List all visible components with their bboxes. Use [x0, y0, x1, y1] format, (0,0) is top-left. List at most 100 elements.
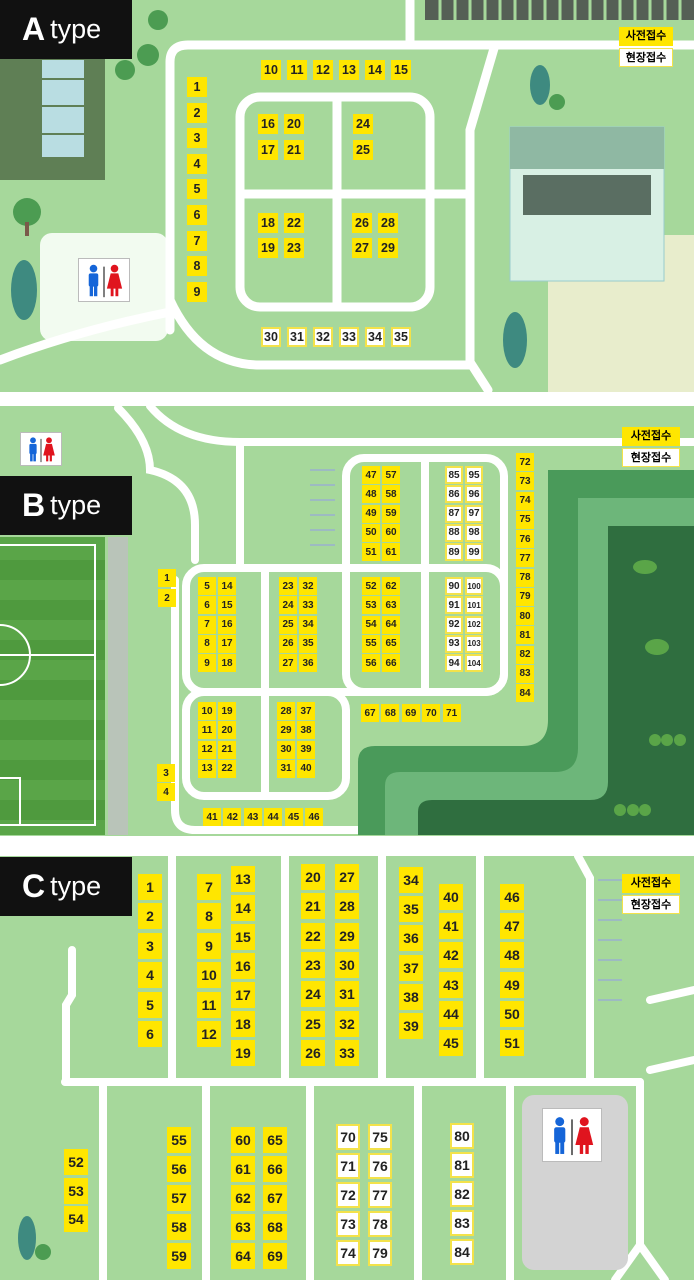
- campsite-a-19[interactable]: 19: [258, 238, 278, 258]
- campsite-b-43[interactable]: 43: [243, 808, 262, 826]
- campsite-a-22[interactable]: 22: [284, 213, 304, 233]
- campsite-a-7[interactable]: 7: [187, 230, 207, 251]
- campsite-b-45[interactable]: 45: [284, 808, 303, 826]
- campsite-c-23[interactable]: 23: [301, 951, 325, 978]
- campsite-c-4[interactable]: 4: [138, 962, 162, 989]
- campsite-b-98[interactable]: 98: [465, 523, 483, 542]
- campsite-b-102[interactable]: 102: [465, 615, 483, 634]
- campsite-b-81[interactable]: 81: [516, 626, 534, 645]
- campsite-b-8[interactable]: 8: [198, 634, 216, 653]
- campsite-c-15[interactable]: 15: [231, 924, 255, 950]
- campsite-c-74[interactable]: 74: [336, 1240, 360, 1266]
- campsite-b-20[interactable]: 20: [218, 721, 236, 740]
- campsite-b-94[interactable]: 94: [445, 654, 463, 673]
- campsite-b-88[interactable]: 88: [445, 523, 463, 542]
- campsite-c-30[interactable]: 30: [335, 951, 359, 978]
- campsite-b-100[interactable]: 100: [465, 577, 483, 595]
- campsite-b-33[interactable]: 33: [299, 596, 317, 615]
- campsite-b-51[interactable]: 51: [362, 543, 380, 562]
- campsite-b-65[interactable]: 65: [382, 634, 400, 653]
- campsite-c-63[interactable]: 63: [231, 1214, 255, 1240]
- campsite-c-83[interactable]: 83: [450, 1210, 474, 1236]
- campsite-c-39[interactable]: 39: [399, 1013, 423, 1039]
- campsite-a-21[interactable]: 21: [284, 140, 304, 160]
- campsite-c-26[interactable]: 26: [301, 1039, 325, 1066]
- campsite-c-49[interactable]: 49: [500, 971, 524, 998]
- campsite-b-85[interactable]: 85: [445, 466, 463, 484]
- campsite-b-75[interactable]: 75: [516, 510, 534, 529]
- campsite-c-84[interactable]: 84: [450, 1239, 474, 1265]
- campsite-c-7[interactable]: 7: [197, 874, 221, 900]
- campsite-c-48[interactable]: 48: [500, 942, 524, 969]
- campsite-c-61[interactable]: 61: [231, 1156, 255, 1182]
- campsite-c-66[interactable]: 66: [263, 1156, 287, 1182]
- campsite-c-76[interactable]: 76: [368, 1153, 392, 1179]
- campsite-c-43[interactable]: 43: [439, 971, 463, 998]
- campsite-a-26[interactable]: 26: [352, 213, 372, 233]
- campsite-c-13[interactable]: 13: [231, 866, 255, 892]
- campsite-b-35[interactable]: 35: [299, 634, 317, 653]
- campsite-b-92[interactable]: 92: [445, 615, 463, 634]
- campsite-c-20[interactable]: 20: [301, 864, 325, 890]
- campsite-b-62[interactable]: 62: [382, 577, 400, 595]
- campsite-a-4[interactable]: 4: [187, 153, 207, 174]
- campsite-a-32[interactable]: 32: [313, 327, 333, 347]
- campsite-b-64[interactable]: 64: [382, 615, 400, 634]
- campsite-b-7[interactable]: 7: [198, 615, 216, 634]
- campsite-b-49[interactable]: 49: [362, 504, 380, 523]
- campsite-c-38[interactable]: 38: [399, 983, 423, 1010]
- campsite-c-3[interactable]: 3: [138, 932, 162, 959]
- campsite-c-35[interactable]: 35: [399, 896, 423, 923]
- campsite-c-55[interactable]: 55: [167, 1127, 191, 1153]
- campsite-b-19[interactable]: 19: [218, 702, 236, 720]
- campsite-a-23[interactable]: 23: [284, 238, 304, 258]
- campsite-b-48[interactable]: 48: [362, 485, 380, 504]
- campsite-c-70[interactable]: 70: [336, 1124, 360, 1150]
- campsite-b-84[interactable]: 84: [516, 684, 534, 702]
- campsite-b-87[interactable]: 87: [445, 504, 463, 523]
- campsite-b-91[interactable]: 91: [445, 596, 463, 615]
- campsite-a-11[interactable]: 11: [287, 60, 307, 80]
- campsite-b-14[interactable]: 14: [218, 577, 236, 595]
- campsite-b-13[interactable]: 13: [198, 759, 216, 778]
- campsite-a-16[interactable]: 16: [258, 114, 278, 134]
- campsite-b-17[interactable]: 17: [218, 634, 236, 653]
- campsite-a-30[interactable]: 30: [261, 327, 281, 347]
- campsite-b-96[interactable]: 96: [465, 485, 483, 504]
- campsite-c-75[interactable]: 75: [368, 1124, 392, 1150]
- campsite-b-72[interactable]: 72: [516, 453, 534, 471]
- campsite-b-23[interactable]: 23: [279, 577, 297, 595]
- campsite-b-71[interactable]: 71: [442, 704, 461, 722]
- campsite-c-5[interactable]: 5: [138, 991, 162, 1018]
- campsite-a-9[interactable]: 9: [187, 281, 207, 302]
- campsite-c-56[interactable]: 56: [167, 1156, 191, 1182]
- campsite-b-68[interactable]: 68: [381, 704, 400, 722]
- campsite-a-24[interactable]: 24: [353, 114, 373, 134]
- campsite-b-1[interactable]: 1: [158, 569, 176, 587]
- campsite-c-82[interactable]: 82: [450, 1181, 474, 1207]
- campsite-b-95[interactable]: 95: [465, 466, 483, 484]
- campsite-b-40[interactable]: 40: [297, 759, 315, 778]
- campsite-b-21[interactable]: 21: [218, 740, 236, 759]
- campsite-b-58[interactable]: 58: [382, 485, 400, 504]
- campsite-c-18[interactable]: 18: [231, 1011, 255, 1037]
- campsite-a-5[interactable]: 5: [187, 179, 207, 200]
- campsite-c-78[interactable]: 78: [368, 1211, 392, 1237]
- campsite-b-22[interactable]: 22: [218, 759, 236, 778]
- campsite-b-56[interactable]: 56: [362, 654, 380, 673]
- campsite-b-89[interactable]: 89: [445, 543, 463, 562]
- campsite-b-11[interactable]: 11: [198, 721, 216, 740]
- campsite-c-16[interactable]: 16: [231, 953, 255, 979]
- campsite-b-47[interactable]: 47: [362, 466, 380, 484]
- campsite-b-31[interactable]: 31: [277, 759, 295, 778]
- campsite-c-65[interactable]: 65: [263, 1127, 287, 1153]
- campsite-c-52[interactable]: 52: [64, 1149, 88, 1175]
- campsite-a-35[interactable]: 35: [391, 327, 411, 347]
- campsite-b-37[interactable]: 37: [297, 702, 315, 720]
- campsite-b-12[interactable]: 12: [198, 740, 216, 759]
- campsite-b-53[interactable]: 53: [362, 596, 380, 615]
- campsite-b-28[interactable]: 28: [277, 702, 295, 720]
- campsite-c-72[interactable]: 72: [336, 1182, 360, 1208]
- campsite-c-31[interactable]: 31: [335, 981, 359, 1008]
- campsite-a-10[interactable]: 10: [261, 60, 281, 80]
